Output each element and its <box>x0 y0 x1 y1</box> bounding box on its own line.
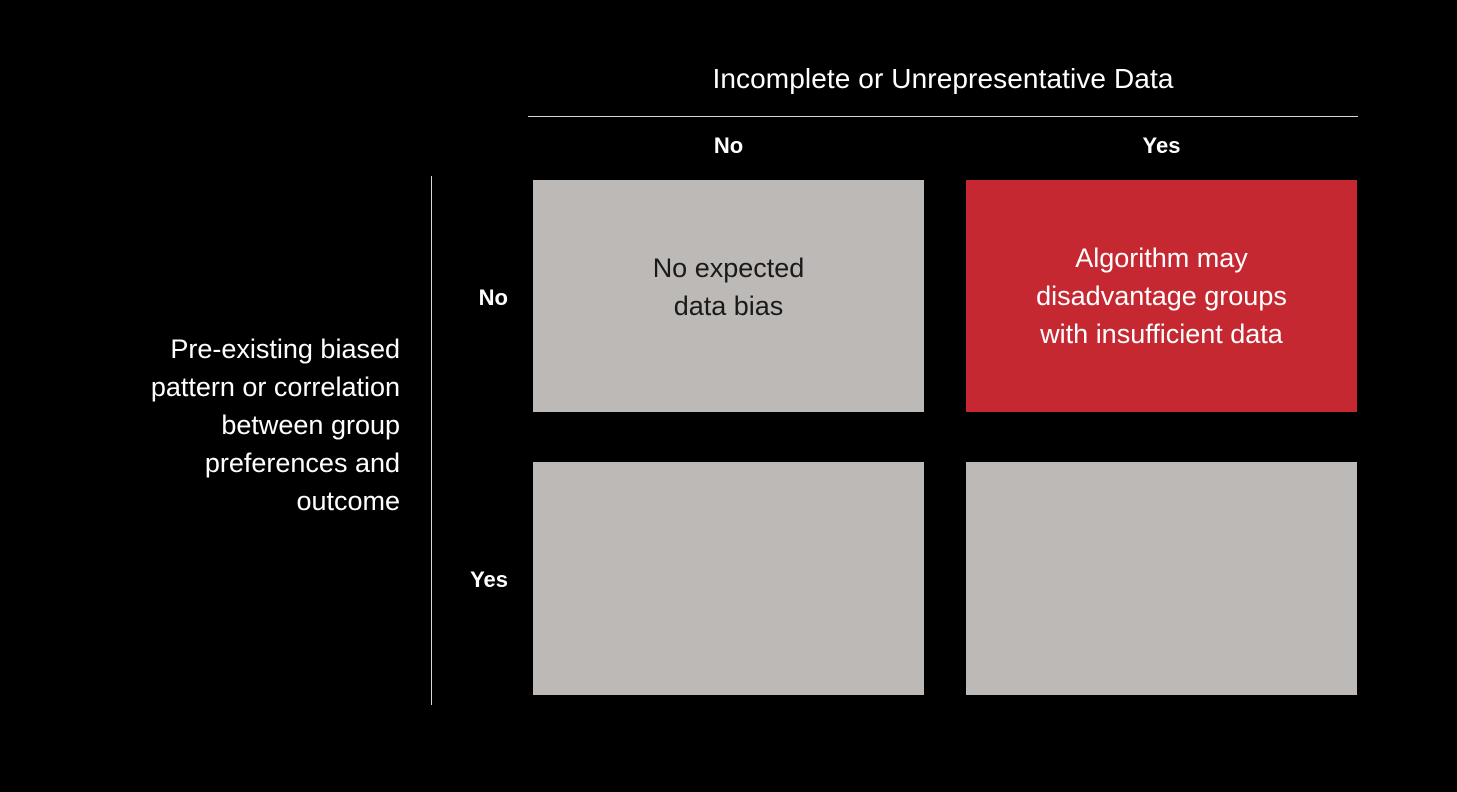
row-axis-title: Pre-existing biased pattern or correlati… <box>150 334 400 516</box>
matrix-cell-no-yes: Algorithm may disadvantage groups with i… <box>966 180 1357 412</box>
column-header-no: No <box>713 133 744 158</box>
row-header-yes: Yes <box>470 567 508 592</box>
matrix-cell-no-no-text: No expected data bias <box>652 253 805 321</box>
matrix-cell-yes-no <box>533 462 924 695</box>
matrix-cell-no-yes-text: Algorithm may disadvantage groups with i… <box>1036 243 1287 349</box>
row-header-no: No <box>478 285 508 310</box>
matrix-cell-no-no: No expected data bias <box>533 180 924 412</box>
matrix-cell-yes-yes <box>966 462 1357 695</box>
column-header-yes: Yes <box>1142 133 1181 158</box>
row-axis-rule <box>431 176 432 705</box>
column-axis-title: Incomplete or Unrepresentative Data <box>712 63 1174 94</box>
column-axis-rule <box>528 116 1358 117</box>
